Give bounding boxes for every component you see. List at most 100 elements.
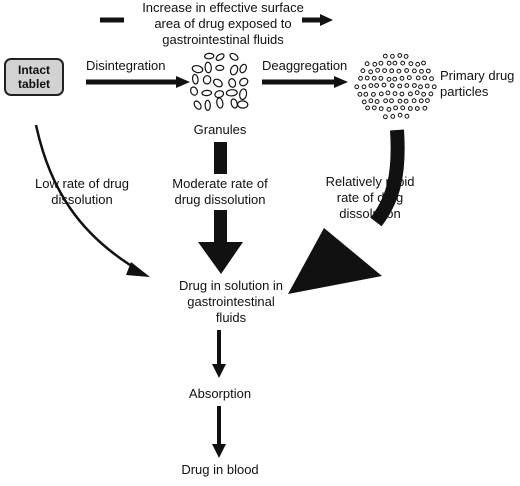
low-rate-line2: dissolution bbox=[51, 192, 113, 207]
low-rate-arrow-head bbox=[126, 262, 150, 277]
drug-particle-dot bbox=[375, 67, 381, 73]
moderate-rate-label: Moderate rate of drug dissolution bbox=[172, 176, 267, 208]
granule-shape bbox=[215, 53, 225, 61]
drug-particle-dot bbox=[412, 83, 417, 88]
drug-particle-dot bbox=[425, 68, 431, 74]
drug-particle-dot bbox=[386, 107, 392, 112]
drug-particle-dot bbox=[418, 84, 423, 90]
drug-particle-dot bbox=[386, 76, 392, 82]
drug-particle-dot bbox=[383, 98, 389, 104]
drug-particle-dot bbox=[392, 91, 398, 96]
drug-in-solution-line1: Drug in solution in bbox=[178, 278, 284, 293]
drug-particle-dot bbox=[415, 75, 421, 81]
drug-particle-dot bbox=[408, 91, 413, 97]
drug-particle-dot bbox=[371, 105, 377, 111]
moderate-rate-arrow-upper bbox=[214, 142, 227, 174]
rapid-rate-arrow-head bbox=[288, 228, 382, 294]
moderate-rate-arrow-head bbox=[198, 242, 243, 274]
drug-particle-dot bbox=[414, 106, 420, 111]
drug-particle-dot bbox=[385, 90, 391, 96]
drug-particle-dot bbox=[357, 91, 363, 97]
drug-particle-dot bbox=[414, 90, 420, 95]
drug-particle-dot bbox=[400, 105, 406, 111]
granule-shape bbox=[215, 64, 225, 72]
rapid-rate-line2: rate of drug bbox=[336, 190, 404, 205]
drug-particle-dot bbox=[358, 75, 363, 81]
drug-particle-dot bbox=[418, 98, 424, 104]
header-arrow-head bbox=[320, 14, 333, 26]
granule-shape bbox=[189, 86, 199, 96]
drug-particle-dot bbox=[360, 68, 366, 74]
rapid-rate-line1: Relatively rapid bbox=[325, 174, 415, 189]
granule-shape bbox=[191, 64, 204, 74]
drug-in-blood-label: Drug in blood bbox=[181, 462, 259, 477]
drug-particle-dot bbox=[407, 106, 413, 111]
drug-particle-dot bbox=[389, 68, 395, 74]
granule-shape bbox=[216, 97, 224, 109]
drug-particle-dot bbox=[400, 60, 406, 66]
drug-particle-dot bbox=[390, 114, 396, 119]
drug-particle-dot bbox=[368, 98, 374, 104]
drug-particle-dot bbox=[382, 53, 388, 59]
drug-particle-dot bbox=[354, 84, 360, 90]
blood-arrow-head bbox=[212, 444, 226, 458]
drug-particle-dot bbox=[404, 113, 410, 119]
drug-particle-dot bbox=[378, 75, 384, 81]
drug-in-solution-label: Drug in solution in gastrointestinal flu… bbox=[179, 278, 283, 326]
surface-area-line2: area of drug exposed to bbox=[154, 16, 292, 31]
drug-particle-dot bbox=[383, 114, 388, 120]
drug-particle-dot bbox=[403, 54, 409, 59]
granules-cluster bbox=[189, 52, 249, 111]
drug-particle-dot bbox=[429, 76, 434, 82]
rapid-rate-line3: dissolution bbox=[339, 206, 401, 221]
drug-particle-dot bbox=[406, 75, 412, 81]
disintegration-label: Disintegration bbox=[86, 58, 166, 73]
drug-particle-dot bbox=[403, 98, 409, 104]
granule-shape bbox=[214, 90, 225, 99]
granule-shape bbox=[202, 75, 212, 85]
rapid-rate-arrow-shaft bbox=[370, 129, 405, 227]
drug-particle-dot bbox=[390, 53, 395, 59]
drug-particle-dot bbox=[415, 61, 421, 67]
drug-particle-dot bbox=[371, 75, 377, 81]
drug-particle-dot bbox=[371, 92, 376, 97]
drug-particle-dot bbox=[425, 98, 430, 103]
granule-shape bbox=[237, 100, 249, 109]
surface-area-caption: Increase in effective surface area of dr… bbox=[142, 0, 304, 48]
granules-label: Granules bbox=[193, 122, 247, 137]
deaggregation-arrow-head bbox=[334, 76, 348, 88]
drug-particle-dot bbox=[374, 99, 380, 104]
drug-particle-dot bbox=[397, 98, 403, 104]
drug-in-solution-line3: fluids bbox=[215, 310, 247, 325]
drug-particle-dot bbox=[419, 68, 424, 74]
drug-particle-dot bbox=[431, 84, 437, 90]
moderate-rate-line2: drug dissolution bbox=[174, 192, 266, 207]
drug-particle-dot bbox=[389, 83, 395, 88]
granule-shape bbox=[229, 64, 239, 76]
drug-in-solution-line2: gastrointestinal bbox=[187, 294, 275, 309]
drug-particle-dot bbox=[374, 83, 380, 88]
primary-particles-label: Primary drug particles bbox=[440, 68, 514, 100]
drug-particle-dot bbox=[412, 68, 417, 74]
granule-shape bbox=[212, 78, 223, 88]
drug-particle-dot bbox=[422, 105, 428, 111]
drug-particle-dot bbox=[372, 61, 378, 67]
granule-shape bbox=[225, 89, 238, 97]
intact-tablet-line1: Intact bbox=[17, 63, 50, 77]
drug-particle-dot bbox=[378, 60, 384, 66]
drug-particle-dot bbox=[422, 75, 428, 81]
granule-shape bbox=[239, 88, 248, 101]
primary-particles-line1: Primary drug bbox=[440, 68, 515, 83]
drug-particle-dot bbox=[368, 69, 374, 75]
drug-particle-dot bbox=[397, 112, 403, 118]
drug-particle-dot bbox=[382, 68, 388, 73]
low-rate-label: Low rate of drug dissolution bbox=[35, 176, 129, 208]
granule-shape bbox=[204, 99, 211, 111]
drug-particle-dot bbox=[365, 105, 371, 111]
granule-shape bbox=[239, 63, 248, 74]
granule-shape bbox=[191, 73, 199, 85]
drug-particle-dot bbox=[378, 91, 384, 97]
low-rate-arrow-curve bbox=[34, 124, 139, 272]
drug-particle-dot bbox=[404, 83, 410, 88]
